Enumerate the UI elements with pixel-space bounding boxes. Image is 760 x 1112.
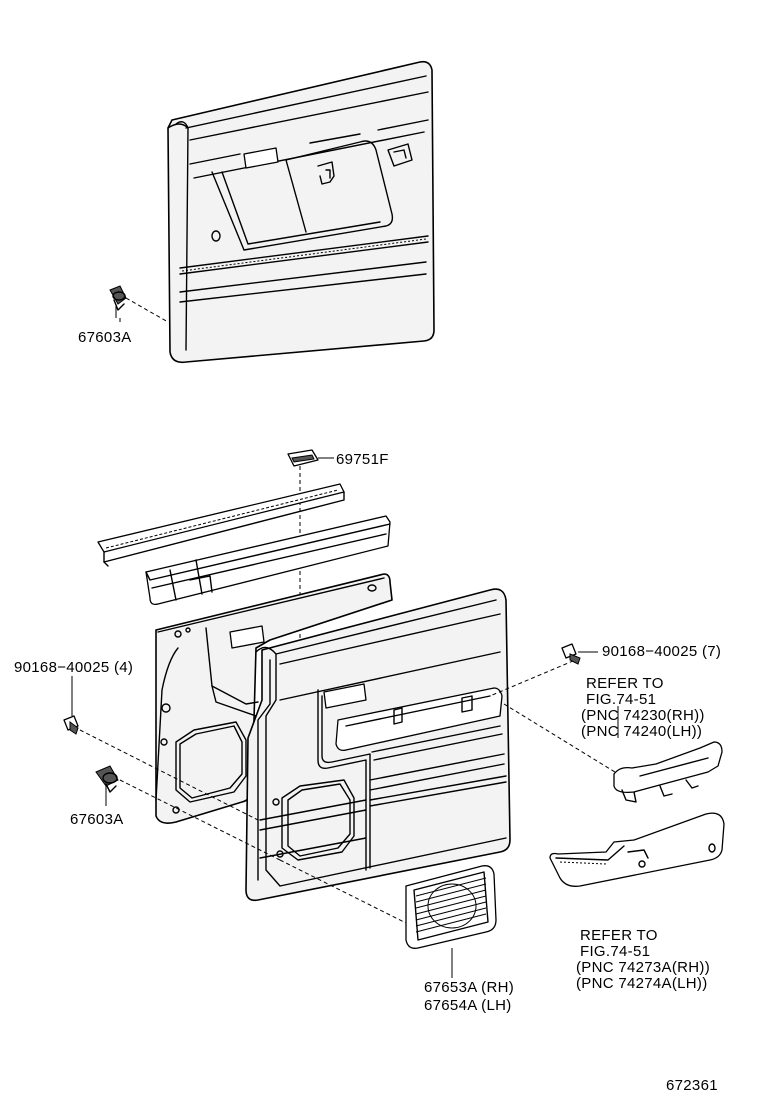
grille-leader [279, 859, 421, 931]
screw-leader-left [79, 729, 259, 821]
figure-number: 672361 [666, 1077, 718, 1094]
screw-90168-right [561, 643, 598, 665]
screw-90168-left [63, 676, 79, 735]
label-speaker-grille-rh: 67653A (RH) [424, 979, 515, 996]
upper-trim-strip [145, 515, 391, 606]
reference-armrest-lower-line4: (PNC 74274A(LH)) [576, 975, 708, 992]
screw-leader-right [489, 657, 581, 697]
reference-armrest-upper-line3: (PNC 74230(RH)) [581, 707, 705, 724]
label-screw-left: 90168−40025 (4) [14, 659, 134, 676]
armrest-leader [503, 703, 629, 781]
clip-67603a-upper [109, 285, 169, 323]
reference-armrest-upper-line1: REFER TO [586, 675, 664, 692]
label-screw-right: 90168−40025 (7) [602, 643, 722, 660]
reference-armrest-lower-line2: FIG.74-51 [580, 943, 651, 960]
clip-67603a-lower [95, 765, 119, 806]
inner-door-panel [155, 573, 393, 824]
reference-armrest-lower-line3: (PNC 74273A(RH)) [576, 959, 710, 976]
reference-armrest-lower-line1: REFER TO [580, 927, 658, 944]
armrest-lower [549, 812, 725, 887]
label-clip-lower: 67603A [70, 811, 124, 828]
belt-moulding [97, 483, 345, 567]
label-clip-upper: 67603A [78, 329, 132, 346]
speaker-grille [405, 865, 497, 978]
label-speaker-grille-lh: 67654A (LH) [424, 997, 512, 1014]
reference-armrest-upper-line2: FIG.74-51 [586, 691, 657, 708]
lower-door-trim-panel [245, 588, 511, 902]
armrest-upper [613, 706, 723, 803]
reference-armrest-upper-line4: (PNC 74240(LH)) [581, 723, 703, 740]
clip-leader-lower [119, 779, 281, 861]
upper-door-trim-panel [167, 60, 435, 364]
label-cover: 69751F [336, 451, 389, 468]
